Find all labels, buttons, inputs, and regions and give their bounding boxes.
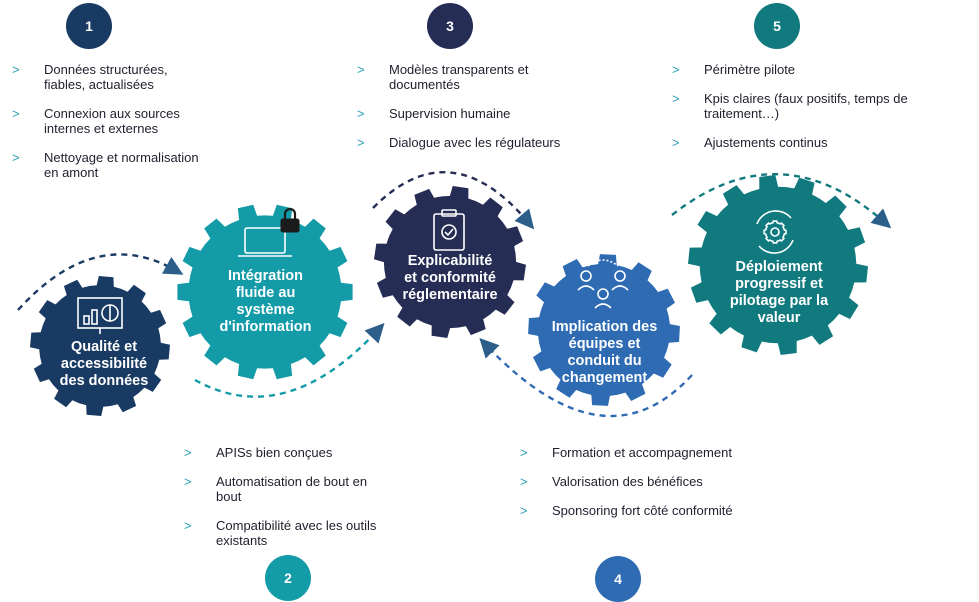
- arrow-icon: >: [184, 445, 192, 460]
- arrow-icon: >: [672, 62, 680, 77]
- step-3-number-badge: 3: [427, 3, 473, 49]
- arrow-icon: >: [357, 135, 365, 150]
- arrow-icon: >: [520, 445, 528, 460]
- step-2-bullet-list: >APISs bien conçues >Automatisation de b…: [184, 445, 384, 562]
- label-line: Implication des: [551, 319, 658, 335]
- step-5-gear-label: Déploiement progressif et pilotage par l…: [690, 259, 868, 327]
- list-item: >Formation et accompagnement: [520, 445, 732, 460]
- step-4-number-badge: 4: [595, 556, 641, 602]
- list-item: >Kpis claires (faux positifs, temps de t…: [672, 91, 908, 121]
- arrow-icon: >: [672, 91, 680, 106]
- label-line: progressif et: [735, 276, 823, 292]
- list-item: >Sponsoring fort côté conformité: [520, 503, 733, 518]
- list-item: >Ajustements continus: [672, 135, 828, 150]
- label-line: système: [236, 302, 295, 318]
- cycle-arrow-2: [194, 322, 385, 398]
- label-line: valeur: [757, 310, 801, 326]
- step-2-number-badge: 2: [265, 555, 311, 601]
- label-line: pilotage par la: [729, 293, 829, 309]
- list-item: >Compatibilité avec les outils existants: [184, 518, 377, 548]
- team-people-icon: [577, 259, 629, 309]
- label-line: équipes et: [568, 336, 641, 352]
- arrow-icon: >: [520, 503, 528, 518]
- list-item: >Modèles transparents et documentés: [357, 62, 529, 92]
- laptop-lock-icon: [238, 227, 292, 257]
- label-line: Qualité et: [70, 339, 138, 355]
- label-line: et conformité: [404, 270, 496, 286]
- arrow-icon: >: [12, 106, 20, 121]
- gear-cycle-icon: [756, 210, 794, 254]
- label-line: des données: [59, 373, 149, 389]
- arrow-icon: >: [672, 135, 680, 150]
- lock-icon: [280, 207, 300, 233]
- list-item: >Dialogue avec les régulateurs: [357, 135, 561, 150]
- clipboard-check-icon: [433, 209, 465, 251]
- label-line: accessibilité: [60, 356, 148, 372]
- list-item: >Supervision humaine: [357, 106, 511, 121]
- step-3-bullet-list: >Modèles transparents et documentés >Sup…: [357, 62, 587, 164]
- arrow-icon: >: [12, 150, 20, 165]
- step-1-bullet-list: >Données structurées, fiables, actualisé…: [12, 62, 212, 194]
- label-line: fluide au: [235, 285, 296, 301]
- gear-2: [177, 204, 353, 380]
- cycle-arrow-3: [372, 171, 535, 230]
- cycle-arrow-4: [479, 338, 693, 418]
- arrow-icon: >: [184, 474, 192, 489]
- cycle-arrow-5: [671, 173, 892, 229]
- arrow-icon: >: [357, 62, 365, 77]
- step-4-bullet-list: >Formation et accompagnement >Valorisati…: [520, 445, 740, 532]
- step-5-number-badge: 5: [754, 3, 800, 49]
- cycle-arrow-1: [17, 253, 184, 311]
- arrow-icon: >: [184, 518, 192, 533]
- label-line: d'information: [219, 319, 312, 335]
- label-line: réglementaire: [402, 287, 498, 303]
- label-line: conduit du: [567, 353, 642, 369]
- gear-1: [30, 276, 170, 416]
- step-1-gear-label: Qualité et accessibilité des données: [20, 339, 188, 390]
- arrow-icon: >: [12, 62, 20, 77]
- step-1-number-badge: 1: [66, 3, 112, 49]
- label-line: Intégration: [228, 268, 303, 284]
- gear-4: [528, 254, 680, 406]
- list-item: >Connexion aux sources internes et exter…: [12, 106, 180, 136]
- arrow-icon: >: [520, 474, 528, 489]
- gear-3: [374, 186, 526, 338]
- list-item: >Périmètre pilote: [672, 62, 796, 77]
- step-5-bullet-list: >Périmètre pilote >Kpis claires (faux po…: [672, 62, 932, 164]
- list-item: >Données structurées, fiables, actualisé…: [12, 62, 168, 92]
- step-4-gear-label: Implication des équipes et conduit du ch…: [522, 319, 687, 387]
- list-item: >Automatisation de bout en bout: [184, 474, 368, 504]
- label-line: changement: [561, 370, 648, 386]
- list-item: >APISs bien conçues: [184, 445, 333, 460]
- arrow-icon: >: [357, 106, 365, 121]
- label-line: Explicabilité: [407, 253, 493, 269]
- list-item: >Valorisation des bénéfices: [520, 474, 703, 489]
- label-line: Déploiement: [735, 259, 823, 275]
- step-2-gear-label: Intégration fluide au système d'informat…: [188, 268, 343, 336]
- step-3-gear-label: Explicabilité et conformité réglementair…: [365, 253, 535, 304]
- list-item: >Nettoyage et normalisation en amont: [12, 150, 199, 180]
- gear-5: [688, 175, 868, 355]
- chart-presentation-icon: [77, 297, 123, 334]
